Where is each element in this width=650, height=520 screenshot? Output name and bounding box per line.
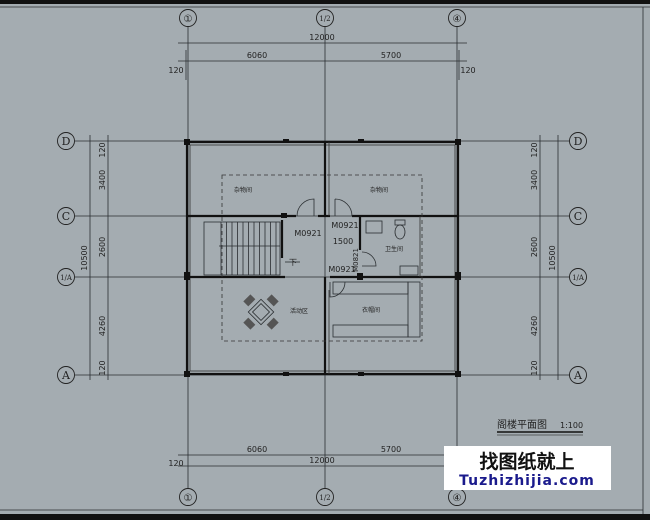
svg-text:D: D (62, 135, 71, 148)
corridor-width-label: 1500 (333, 237, 353, 246)
axis-bubble-1A-right: 1/A (569, 268, 587, 286)
svg-text:120: 120 (530, 360, 539, 375)
svg-text:1:100: 1:100 (560, 421, 583, 430)
svg-text:10500: 10500 (548, 245, 557, 270)
axis-bubble-C-right: C (569, 207, 587, 225)
svg-text:120: 120 (460, 66, 475, 75)
toilet-icon (394, 219, 406, 240)
dimension-top: 12000 6060 5700 120 120 (168, 33, 476, 80)
svg-text:D: D (574, 135, 583, 148)
svg-text:阁楼平面图: 阁楼平面图 (497, 418, 547, 431)
room-label-bathroom: 卫生间 (385, 245, 403, 253)
dimension-right: 10500 120 3400 2600 4260 120 (530, 135, 559, 380)
frame-bottom (0, 514, 650, 520)
room-label-storage-left: 杂物间 (234, 186, 252, 194)
wardrobe-cabinets (332, 281, 421, 338)
svg-text:2600: 2600 (98, 237, 107, 257)
svg-text:1/A: 1/A (60, 274, 73, 282)
svg-text:A: A (573, 369, 583, 382)
svg-text:6060: 6060 (247, 51, 267, 60)
svg-text:A: A (61, 369, 71, 382)
sink-icon (365, 220, 383, 234)
staircase (203, 221, 300, 276)
svg-text:5700: 5700 (381, 445, 401, 454)
door-label-2: M0921 (331, 221, 358, 230)
axis-bubble-1A-left: 1/A (57, 268, 75, 286)
svg-text:12000: 12000 (309, 33, 334, 42)
room-label-closet: 衣帽间 (362, 306, 380, 314)
dimension-left: 10500 120 3400 2600 4260 120 (80, 135, 109, 380)
svg-text:5700: 5700 (381, 51, 401, 60)
axis-bubble-1-2-top: 1/2 (316, 9, 334, 27)
room-label-storage-right: 杂物间 (370, 186, 388, 194)
axis-bubble-D-right: D (569, 132, 587, 150)
svg-text:找图纸就上: 找图纸就上 (479, 450, 574, 473)
svg-text:C: C (62, 210, 70, 223)
room-label-activity: 活动区 (290, 307, 308, 315)
axis-bubble-1-2-bottom: 1/2 (316, 488, 334, 506)
door-label-1: M0921 (294, 229, 321, 238)
svg-text:④: ④ (453, 493, 462, 504)
svg-text:3400: 3400 (98, 170, 107, 190)
dining-table-icon (243, 294, 279, 330)
axis-bubble-A-right: A (569, 366, 587, 384)
svg-text:12000: 12000 (309, 456, 334, 465)
axis-lines (75, 27, 570, 488)
svg-text:1/2: 1/2 (319, 494, 330, 502)
axis-bubble-C-left: C (57, 207, 75, 225)
svg-text:①: ① (184, 493, 193, 504)
svg-text:1/A: 1/A (572, 274, 585, 282)
svg-text:C: C (574, 210, 582, 223)
watermark-logo: 找图纸就上 Tuzhizhijia.com (444, 446, 611, 490)
door-swings (296, 198, 377, 298)
svg-text:④: ④ (453, 14, 462, 25)
svg-text:1/2: 1/2 (319, 15, 330, 23)
axis-bubble-4-bottom: ④ (448, 488, 466, 506)
water-heater-icon (399, 265, 419, 276)
svg-text:120: 120 (168, 459, 183, 468)
svg-text:120: 120 (168, 66, 183, 75)
svg-text:120: 120 (530, 142, 539, 157)
svg-text:①: ① (184, 14, 193, 25)
axis-bubble-1-bottom: ① (179, 488, 197, 506)
svg-text:2600: 2600 (530, 237, 539, 257)
svg-text:4260: 4260 (98, 316, 107, 336)
axis-bubble-1-top: ① (179, 9, 197, 27)
frame-top (0, 0, 650, 4)
svg-text:4260: 4260 (530, 316, 539, 336)
door-label-4: M0821 (352, 248, 360, 272)
svg-text:10500: 10500 (80, 245, 89, 270)
svg-text:3400: 3400 (530, 170, 539, 190)
svg-text:Tuzhizhijia.com: Tuzhizhijia.com (459, 473, 595, 489)
axis-bubble-A-left: A (57, 366, 75, 384)
svg-text:120: 120 (98, 360, 107, 375)
door-label-3: M0921 (328, 265, 355, 274)
drawing-title: 阁楼平面图 1:100 (497, 418, 583, 436)
roof-outline-dashed (221, 174, 423, 342)
svg-text:120: 120 (98, 142, 107, 157)
walls (184, 139, 461, 377)
stairs-down-label: 下 (289, 258, 297, 267)
dimension-bottom: 6060 5700 12000 120 (168, 445, 467, 468)
axis-bubble-D-left: D (57, 132, 75, 150)
svg-text:6060: 6060 (247, 445, 267, 454)
axis-bubble-4-top: ④ (448, 9, 466, 27)
